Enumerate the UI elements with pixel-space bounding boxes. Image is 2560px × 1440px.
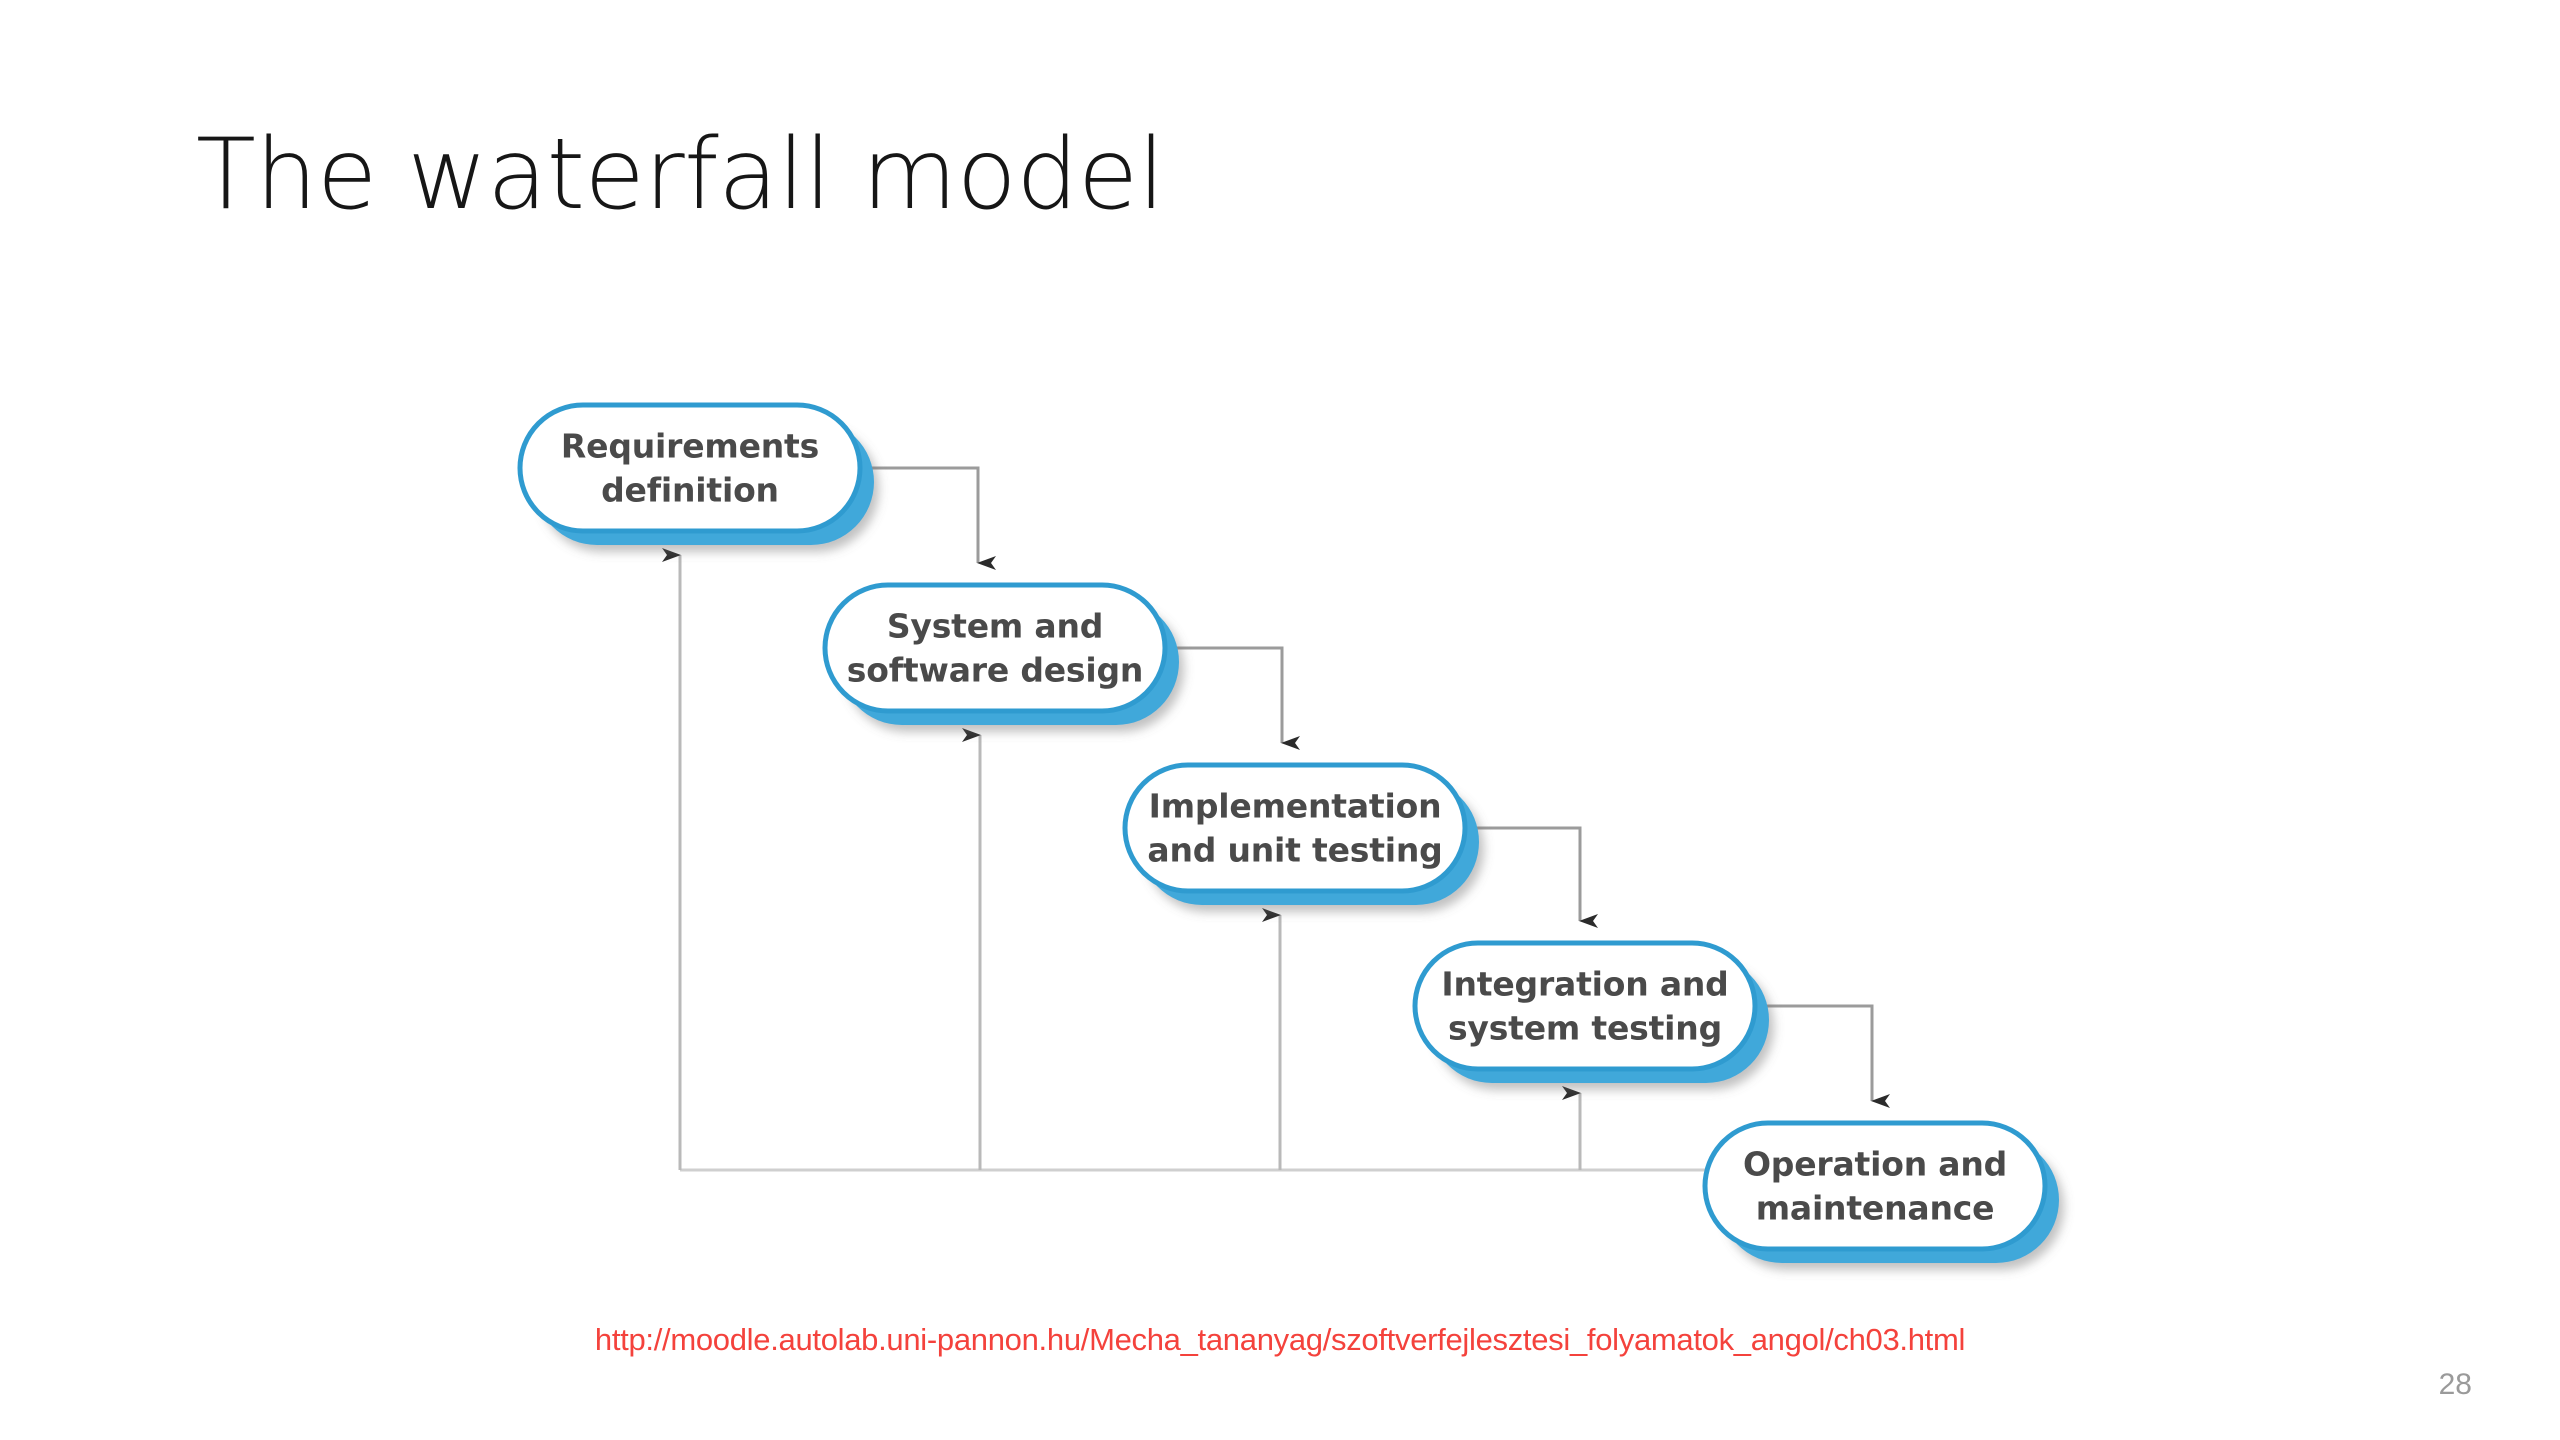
stage-label-line2: system testing: [1448, 1009, 1722, 1048]
stage-implementation-and-unit-testing[interactable]: Implementation and unit testing: [1122, 762, 1479, 905]
stage-label-line2: and unit testing: [1147, 831, 1442, 870]
page-title: The waterfall model: [196, 117, 1165, 232]
feedback-connector-group: [662, 548, 1705, 1172]
stage-operation-and-maintenance[interactable]: Operation and maintenance: [1702, 1120, 2059, 1263]
waterfall-diagram-svg: Requirements definition System and softw…: [517, 402, 2059, 1263]
page-number: 28: [2438, 1368, 2472, 1401]
stage-integration-and-system-testing[interactable]: Integration and system testing: [1412, 940, 1769, 1083]
connector-integration-to-operation: [1755, 1004, 1890, 1108]
connector-design-to-implementation: [1165, 646, 1300, 750]
stage-label-line1: Implementation: [1149, 787, 1442, 826]
stage-pill-implementation-and-unit-testing: [1122, 762, 1468, 894]
stage-label-line1: System and: [887, 607, 1103, 646]
stage-label-line1: Requirements: [561, 427, 819, 466]
waterfall-model-diagram: Requirements definition System and softw…: [0, 330, 2560, 1310]
connector-requirements-to-design: [860, 466, 996, 570]
connector-implementation-to-integration: [1465, 826, 1598, 928]
source-url-link[interactable]: http://moodle.autolab.uni-pannon.hu/Mech…: [594, 1322, 1966, 1357]
stage-pill-operation-and-maintenance: [1702, 1120, 2048, 1252]
stage-pill-system-and-software-design: [822, 582, 1168, 714]
stage-pill-integration-and-system-testing: [1412, 940, 1758, 1072]
stage-label-line2: definition: [601, 471, 779, 510]
stage-requirements-definition[interactable]: Requirements definition: [517, 402, 874, 545]
stage-label-line1: Operation and: [1743, 1145, 2007, 1184]
forward-connector-group: [860, 466, 1890, 1108]
stage-label-line2: software design: [847, 651, 1143, 690]
stage-label-line2: maintenance: [1756, 1189, 1995, 1228]
stage-pill-requirements-definition: [517, 402, 863, 534]
stage-system-and-software-design[interactable]: System and software design: [822, 582, 1179, 725]
stage-label-line1: Integration and: [1441, 965, 1728, 1004]
